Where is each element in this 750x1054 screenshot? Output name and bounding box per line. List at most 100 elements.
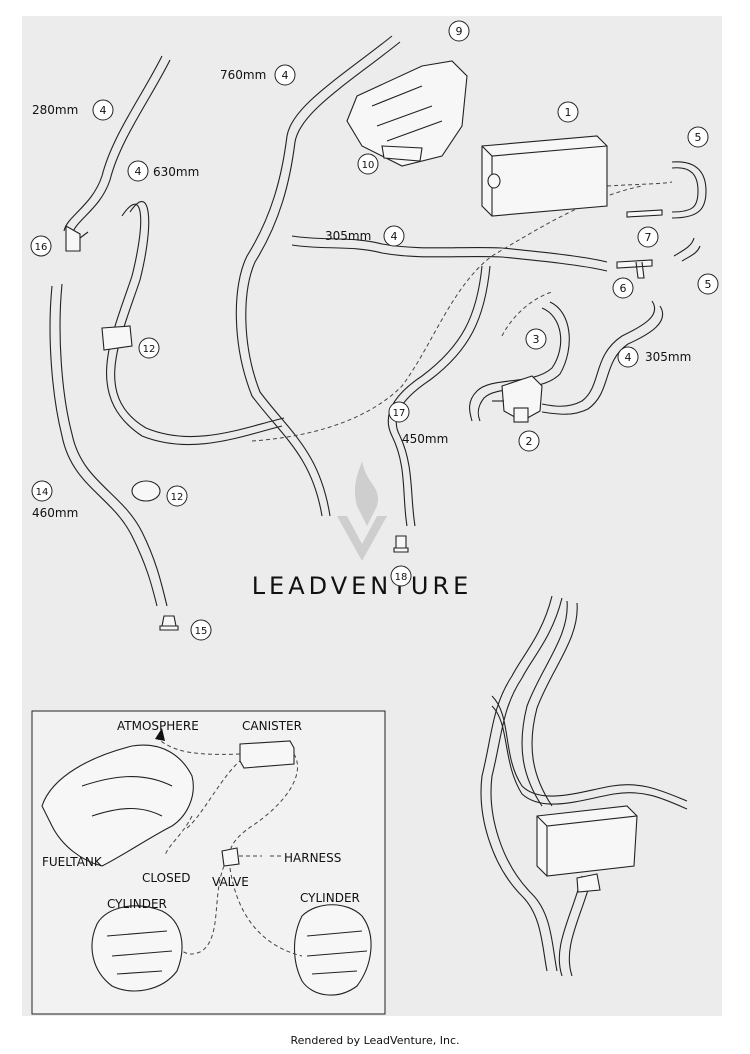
assembled-canister [536, 805, 638, 877]
svg-text:1: 1 [565, 106, 572, 119]
assembled-view [480, 595, 688, 977]
callout-4b: 4 [274, 64, 296, 86]
svg-text:17: 17 [393, 408, 406, 419]
svg-text:3: 3 [533, 333, 540, 346]
label-atmosphere: ATMOSPHERE [117, 719, 199, 733]
svg-text:14: 14 [36, 487, 49, 498]
watermark [337, 461, 387, 561]
inset-valve-shape [221, 847, 240, 867]
callout-4a: 4 [92, 99, 114, 121]
watermark-text: LEADVENTURE [252, 572, 473, 600]
label-canister: CANISTER [242, 719, 302, 733]
bracket-part [346, 60, 468, 167]
plug-18 [393, 535, 409, 553]
valve-part [492, 375, 543, 423]
fuel-tank-shape [41, 744, 194, 867]
callout-9: 9 [448, 20, 470, 42]
flame-icon [354, 461, 379, 526]
tee-fittings [65, 209, 663, 279]
callout-15: 15 [190, 619, 212, 641]
svg-text:4: 4 [100, 104, 107, 117]
plug-15 [159, 615, 179, 631]
svg-text:5: 5 [705, 278, 712, 291]
hose-3 [469, 307, 562, 422]
hose-460mm [49, 285, 158, 607]
length-450mm: 450mm [402, 432, 448, 446]
clamp-12a [101, 325, 133, 351]
label-cylinder-left: CYLINDER [107, 897, 167, 911]
callout-12a: 12 [138, 337, 160, 359]
svg-text:6: 6 [620, 282, 627, 295]
callout-10: 10 [357, 153, 379, 175]
diagram-canvas: LEADVENTURE 9 1 5 10 4 4 4 4 4 7 16 6 5 … [22, 16, 722, 1016]
svg-text:7: 7 [645, 231, 652, 244]
svg-text:4: 4 [391, 230, 398, 243]
label-cylinder-right: CYLINDER [300, 891, 360, 905]
callout-4d: 4 [383, 225, 405, 247]
svg-text:18: 18 [395, 572, 408, 583]
clamps [101, 325, 161, 502]
hose-5-lower [681, 245, 701, 262]
footer-credit: Rendered by LeadVenture, Inc. [290, 1034, 460, 1047]
callout-14: 14 [31, 480, 53, 502]
canister-part [481, 135, 608, 217]
fitting-7 [626, 209, 663, 218]
label-fueltank: FUELTANK [42, 855, 103, 869]
cylinder-right-shape [294, 904, 372, 996]
inset-canister-shape [239, 740, 295, 769]
callout-7: 7 [637, 226, 659, 248]
callout-5a: 5 [687, 126, 709, 148]
callout-18: 18 [390, 565, 412, 587]
svg-text:12: 12 [143, 344, 156, 355]
callout-3: 3 [525, 328, 547, 350]
fitting-16 [65, 225, 89, 252]
parts-diagram: LEADVENTURE 9 1 5 10 4 4 4 4 4 7 16 6 5 … [30, 20, 719, 1015]
cylinder-left-shape [91, 905, 183, 992]
hose-305mm-lower [541, 300, 655, 407]
length-305mm-lower: 305mm [645, 350, 691, 364]
callout-4e: 4 [617, 346, 639, 368]
label-closed: CLOSED [142, 871, 191, 885]
callout-5b: 5 [697, 273, 719, 295]
callout-4c: 4 [127, 160, 149, 182]
callout-12b: 12 [166, 485, 188, 507]
svg-text:2: 2 [526, 435, 533, 448]
fitting-6 [616, 259, 653, 279]
hose-305mm-upper [291, 235, 608, 263]
length-460mm: 460mm [32, 506, 78, 520]
schematic-inset: ATMOSPHERE CANISTER FUELTANK CLOSED VALV… [31, 710, 386, 1015]
length-280mm: 280mm [32, 103, 78, 117]
svg-text:4: 4 [135, 165, 142, 178]
hoses [49, 35, 707, 607]
length-labels: 280mm 760mm 630mm 305mm 305mm 450mm 460m… [32, 68, 691, 520]
svg-text:4: 4 [282, 69, 289, 82]
length-630mm: 630mm [153, 165, 199, 179]
label-valve: VALVE [212, 875, 249, 889]
hose-450mm [387, 265, 483, 527]
svg-text:5: 5 [695, 131, 702, 144]
svg-text:4: 4 [625, 351, 632, 364]
length-760mm: 760mm [220, 68, 266, 82]
svg-text:15: 15 [195, 626, 208, 637]
hose-280mm [63, 55, 163, 232]
svg-text:10: 10 [362, 160, 375, 171]
svg-text:12: 12 [171, 492, 184, 503]
chevron-logo-icon [337, 516, 387, 561]
callouts: 9 1 5 10 4 4 4 4 4 7 16 6 5 3 12 17 2 14… [30, 20, 719, 641]
hose-5-upper [671, 167, 699, 213]
hose-630mm [106, 203, 283, 446]
label-harness: HARNESS [284, 851, 341, 865]
arrow-icon [155, 728, 165, 741]
callout-6: 6 [612, 277, 634, 299]
callout-16: 16 [30, 235, 52, 257]
callout-2: 2 [518, 430, 540, 452]
callout-17: 17 [388, 401, 410, 423]
length-305mm-upper: 305mm [325, 229, 371, 243]
callout-1: 1 [557, 101, 579, 123]
small-parts [159, 535, 409, 631]
svg-text:9: 9 [456, 25, 463, 38]
clamp-12b [131, 480, 161, 502]
svg-text:16: 16 [35, 242, 48, 253]
hose-760mm [235, 35, 393, 517]
